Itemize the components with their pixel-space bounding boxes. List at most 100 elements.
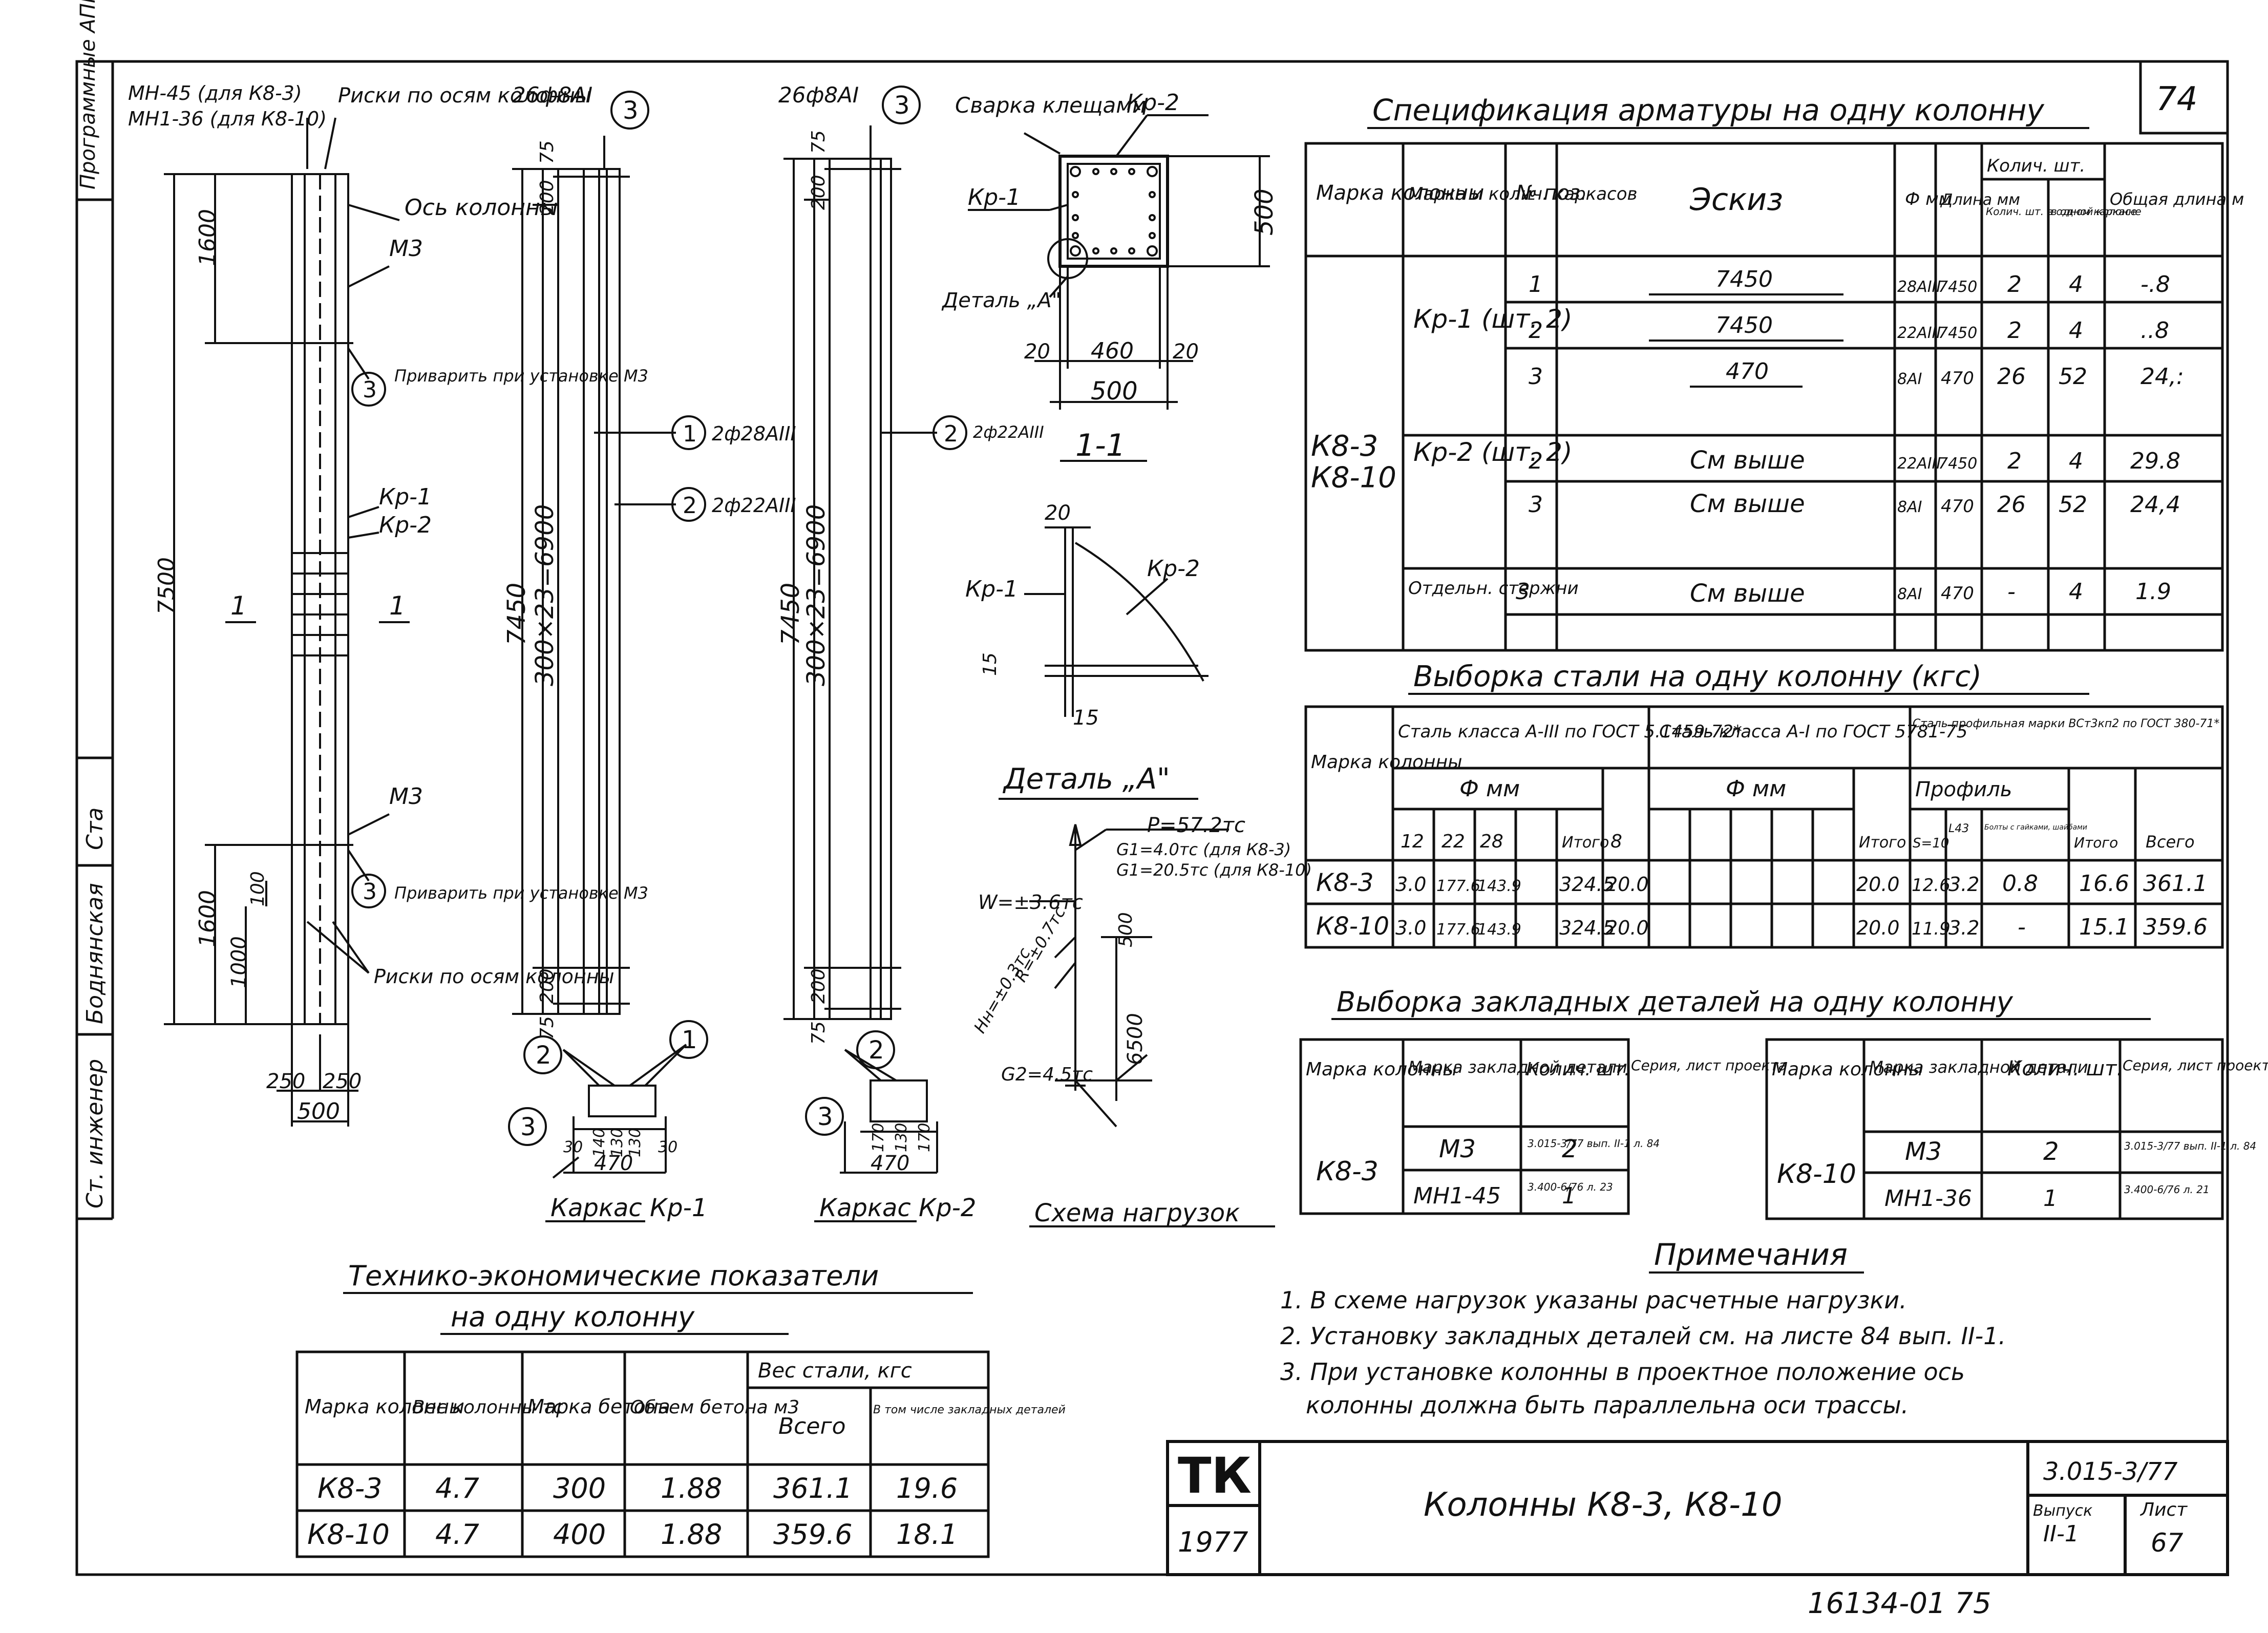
label-riski-bot: Риски по осям колонны: [374, 965, 614, 988]
steel-r0-d12: 3.0: [1395, 873, 1426, 896]
column-marker-3-top: [351, 372, 386, 407]
tep-h-weight: Вес колонны тс: [412, 1397, 563, 1418]
kp2-sec-w: 470: [871, 1152, 909, 1175]
steel-r0-mark: К8-3: [1316, 868, 1373, 897]
steel-h-d28: 28: [1480, 831, 1503, 852]
spec-r0-sketch: 7450: [1715, 266, 1773, 292]
load-g1a: G1=4.0тс (для К8-3): [1116, 840, 1291, 859]
spec-h-n1: Колич. шт. в одном каркасе: [1986, 205, 2137, 218]
load-g1b: G1=20.5тс (для К8-10): [1116, 860, 1312, 880]
spec-h-group: Марка и колич. каркасов: [1408, 184, 1638, 204]
kp1-dim-bot: 200: [537, 968, 558, 1004]
steel-r0-it3: 16.6: [2079, 871, 2129, 897]
spec-r2-d: 8АI: [1897, 370, 1922, 388]
kp1-marker-1-label: 1: [683, 421, 697, 447]
spec-r2-n1: 26: [1997, 364, 2026, 390]
kp2-bar3-label: 26ф8АI: [778, 82, 859, 108]
title-series: 3.015-3/77: [2043, 1457, 2178, 1486]
emb-r-r0-ser: 3.015-3/77 вып. II-1 л. 84: [2124, 1140, 2256, 1152]
kp1-sec-d3: 130: [608, 1128, 626, 1157]
det-kp1: Кр-1: [965, 576, 1018, 602]
kp2-marker-3: [882, 86, 921, 124]
spec-r1-n2: 4: [2069, 317, 2083, 344]
spec-r4-pos: 3: [1529, 492, 1543, 518]
title-vyp-label: Выпуск: [2033, 1502, 2092, 1520]
note-1: 1. В схеме нагрузок указаны расчетные на…: [1280, 1286, 1907, 1314]
kp1-dim-top: 75: [537, 140, 558, 164]
spec-r2-pos: 3: [1529, 364, 1543, 390]
section-mark-left: 1: [230, 591, 247, 621]
emb-r-h-mark: Марка колонны: [1772, 1059, 1923, 1080]
steel-r0-d28: 143.9: [1477, 877, 1521, 895]
frame-kp1-elevation: [512, 136, 687, 1222]
side-sign: Ста: [82, 808, 108, 850]
det-dim-20: 20: [1045, 501, 1071, 525]
emb-title: Выборка закладных деталей на одну колонн…: [1337, 986, 2013, 1018]
tep-r1-st: 359.6: [773, 1518, 853, 1551]
tep-title2: на одну колонну: [451, 1301, 695, 1333]
kp1-sec-d1: 30: [563, 1138, 583, 1156]
emb-l-h-n: Колич. шт.: [1526, 1059, 1630, 1080]
tep-h-steel: Вес стали, кгс: [758, 1359, 912, 1383]
kp2-dim-bot2: 75: [808, 1021, 829, 1045]
det-kp2: Кр-2: [1147, 556, 1200, 582]
steel-h-vsego: Всего: [2146, 832, 2195, 852]
spec-r1-n1: 2: [2007, 317, 2022, 344]
tep-h-concrete: Марка бетона: [527, 1395, 670, 1418]
kp1-sec-marker-2: [523, 1035, 562, 1074]
kp2-sec-d1: 170: [870, 1123, 887, 1152]
load-scheme-drawing: [1029, 824, 1229, 1128]
steel-h-a1: Сталь класса А-I по ГОСТ 5781-75: [1659, 722, 1967, 742]
dim-1000: 1000: [227, 936, 251, 988]
tep-h-mark: Марка колонны: [305, 1395, 464, 1418]
kp2-bar2-label: 2ф22АIII: [973, 422, 1044, 442]
load-p: P=57.2тс: [1147, 814, 1245, 837]
steel-h-itogo1: Итого: [1562, 834, 1609, 852]
kp1-marker-3-label: 3: [623, 96, 639, 125]
emb-r-h-det: Марка закладной детали: [1869, 1057, 2088, 1077]
steel-r1-all: 359.6: [2143, 914, 2208, 940]
spec-h-qty: Колич. шт.: [1987, 156, 2085, 176]
spec-h-sketch: Эскиз: [1689, 182, 1783, 218]
kp1-sec-marker-2-label: 2: [536, 1041, 552, 1070]
emb-r-r0-det: М3: [1905, 1137, 1942, 1166]
spec-title: Спецификация арматуры на одну колонну: [1372, 93, 2045, 128]
load-w: W=±3.6тс: [978, 891, 1083, 914]
steel-r0-d22: 177.6: [1436, 877, 1480, 895]
kp2-marker-2-label: 2: [944, 421, 958, 447]
spec-r0-n2: 4: [2069, 271, 2083, 298]
spec-r4-total: 24,4: [2130, 492, 2180, 518]
kp2-sec-marker-2-label: 2: [868, 1036, 884, 1065]
steel-r1-it3: 15.1: [2079, 914, 2129, 940]
column-elevation: [164, 117, 410, 1127]
kp2-sec-marker-2: [856, 1030, 895, 1069]
title-block-grid: [1166, 1440, 2229, 1576]
spec-sketch-lines: [1649, 293, 1843, 388]
spec-r0-total: -.8: [2140, 271, 2170, 298]
column-marker-3-bot-label: 3: [363, 879, 377, 905]
kp2-dim-bot: 200: [808, 968, 829, 1004]
kp1-marker-1: [671, 415, 706, 450]
label-mn45: МН-45 (для К8-3): [128, 82, 302, 104]
spec-group-kp2: Кр-2 (шт. 2): [1413, 437, 1572, 467]
steel-r0-l: 3.2: [1948, 873, 1979, 896]
steel-h-s10: S=10: [1913, 836, 1949, 851]
load-h: Hн=±0.3тс: [970, 944, 1034, 1036]
spec-r2-len: 470: [1941, 368, 1974, 389]
steel-h-prof: Сталь профильная марки ВСт3кп2 по ГОСТ 3…: [1913, 717, 2219, 730]
sec-title: 1-1: [1075, 428, 1126, 463]
kp2-dim-top: 75: [808, 130, 829, 154]
det-dim-15b: 15: [1073, 706, 1099, 730]
kp1-sec-d2: 140: [590, 1128, 608, 1157]
kp2-marker-2: [932, 415, 967, 450]
tep-r1-v: 1.88: [661, 1518, 722, 1551]
tep-r0-v: 1.88: [661, 1472, 722, 1504]
kp1-dim-total: 7450: [502, 583, 531, 645]
spec-r3-pos: 2: [1529, 448, 1543, 474]
emb-l-r0-n: 2: [1562, 1135, 1578, 1163]
label-riski-top: Риски по осям колонны: [338, 84, 591, 108]
steel-h-d12: 12: [1401, 831, 1424, 852]
spec-r1-total: ..8: [2140, 317, 2169, 344]
spec-r4-len: 470: [1941, 496, 1974, 517]
